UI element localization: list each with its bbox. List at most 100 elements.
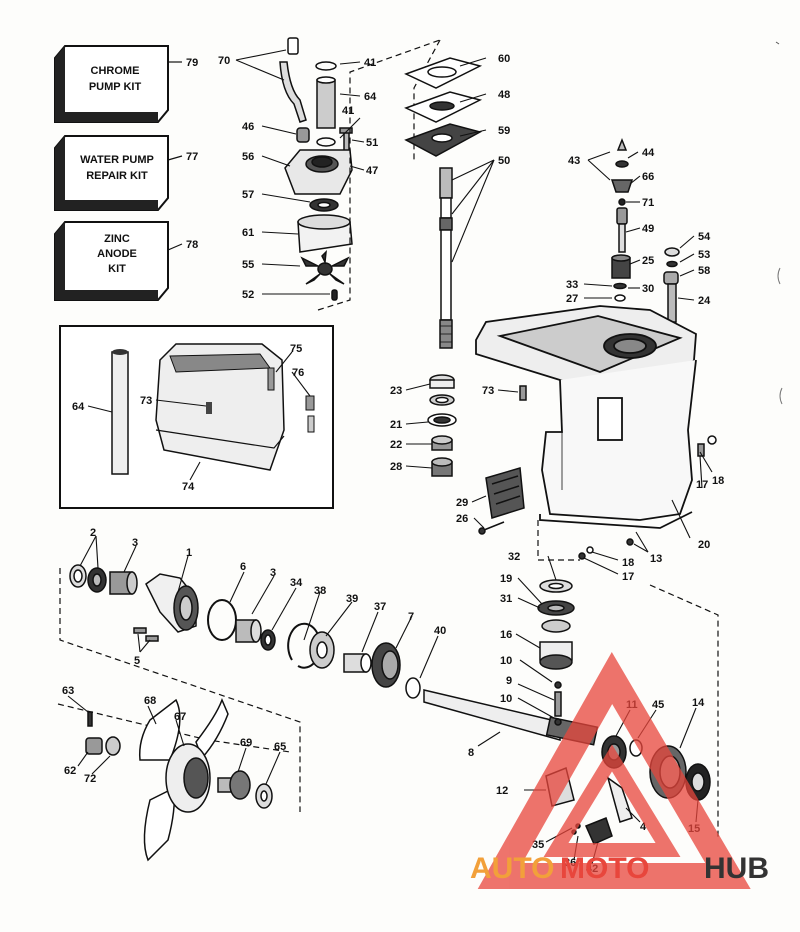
callout-10: 10 (500, 655, 512, 667)
callout-20: 20 (698, 539, 710, 551)
callout-3: 3 (132, 537, 138, 549)
callout-7: 7 (408, 611, 414, 623)
drive-shaft (439, 167, 453, 349)
callout-56: 56 (242, 151, 254, 163)
callout-46: 46 (242, 121, 254, 133)
kit-label-line1: CHROME (91, 65, 140, 77)
callout-9: 9 (506, 675, 512, 687)
callout-22: 22 (390, 439, 402, 451)
callout-18: 18 (622, 557, 634, 569)
callout-28: 28 (390, 461, 402, 473)
callout-10: 10 (500, 693, 512, 705)
callout-52: 52 (242, 289, 254, 301)
watermark-part3: HUB (704, 852, 769, 885)
kit-label-line1: WATER PUMP (80, 154, 154, 166)
callout-38: 38 (314, 585, 326, 597)
callout-43: 43 (568, 155, 580, 167)
callout-17: 17 (696, 479, 708, 491)
callout-69: 69 (240, 737, 252, 749)
inset-box (59, 325, 334, 509)
callout-16: 16 (500, 629, 512, 641)
callout-68: 68 (144, 695, 156, 707)
callout-29: 29 (456, 497, 468, 509)
callout-12: 12 (496, 785, 508, 797)
callout-8: 8 (468, 747, 474, 759)
callout-59: 59 (498, 125, 510, 137)
callout-40: 40 (434, 625, 446, 637)
callout-54: 54 (698, 231, 711, 243)
callout-26: 26 (456, 513, 468, 525)
kit-label-line2: PUMP KIT (89, 81, 142, 93)
callout-72: 72 (84, 773, 96, 785)
callout-63: 63 (62, 685, 74, 697)
callout-17: 17 (622, 571, 634, 583)
callout-50: 50 (498, 155, 510, 167)
callout-23: 23 (390, 385, 402, 397)
callout-71: 71 (642, 197, 654, 209)
callout-45: 45 (652, 699, 664, 711)
kit-box-chrome-pump: CHROME PUMP KIT 79 (54, 45, 198, 123)
kit-box-water-pump-repair: WATER PUMP REPAIR KIT 77 (54, 135, 198, 211)
callout-58: 58 (698, 265, 710, 277)
callout-64: 64 (364, 91, 377, 103)
gasket-stack (404, 57, 483, 157)
shift-rod-parts (610, 137, 680, 323)
callout-73: 73 (140, 395, 152, 407)
water-pump-assembly (279, 37, 353, 301)
kit-label-line3: KIT (108, 263, 126, 275)
watermark-text: AUTO MOTO HUB (470, 852, 769, 885)
callout-3: 3 (270, 567, 276, 579)
kit-label-line2: REPAIR KIT (86, 170, 148, 182)
callout-73: 73 (482, 385, 494, 397)
callout-6: 6 (240, 561, 246, 573)
callout-65: 65 (274, 741, 286, 753)
kit-number: 78 (186, 239, 198, 251)
callout-4: 4 (640, 821, 647, 833)
callout-51: 51 (366, 137, 378, 149)
callout-39: 39 (346, 593, 358, 605)
kit-number: 77 (186, 151, 198, 163)
callout-27: 27 (566, 293, 578, 305)
callout-33: 33 (566, 279, 578, 291)
callout-18: 18 (712, 475, 724, 487)
callout-66: 66 (642, 171, 654, 183)
callout-41: 41 (342, 105, 354, 117)
watermark-part2: MOTO (560, 852, 649, 885)
callout-53: 53 (698, 249, 710, 261)
callout-34: 34 (290, 577, 303, 589)
callout-55: 55 (242, 259, 254, 271)
callout-5: 5 (134, 655, 140, 667)
callout-74: 74 (182, 481, 195, 493)
propeller-shaft-assembly (69, 564, 599, 746)
callout-57: 57 (242, 189, 254, 201)
callout-67: 67 (174, 711, 186, 723)
callout-62: 62 (64, 765, 76, 777)
callout-49: 49 (642, 223, 654, 235)
propeller (85, 697, 273, 862)
watermark-logo (477, 651, 751, 889)
watermark-part1: AUTO (470, 852, 554, 885)
gearcase-housing (475, 305, 697, 529)
callout-70: 70 (218, 55, 230, 67)
callout-25: 25 (642, 255, 654, 267)
kit-label-line2: ANODE (97, 248, 137, 260)
callout-37: 37 (374, 601, 386, 613)
callout-32: 32 (508, 551, 520, 563)
callout-75: 75 (290, 343, 302, 355)
callout-64: 64 (72, 401, 85, 413)
callout-30: 30 (642, 283, 654, 295)
kit-number: 79 (186, 57, 198, 69)
callout-21: 21 (390, 419, 402, 431)
callout-76: 76 (292, 367, 304, 379)
callout-31: 31 (500, 593, 512, 605)
kit-label-line1: ZINC (104, 233, 130, 245)
callout-60: 60 (498, 53, 510, 65)
kit-box-zinc-anode: ZINC ANODE KIT 78 (54, 221, 198, 301)
bearing-stack (427, 374, 457, 477)
callout-41: 41 (364, 57, 376, 69)
callout-24: 24 (698, 295, 711, 307)
callout-14: 14 (692, 697, 705, 709)
part-callouts: 70 41 64 41 46 51 56 47 57 61 55 52 60 4… (62, 53, 724, 875)
